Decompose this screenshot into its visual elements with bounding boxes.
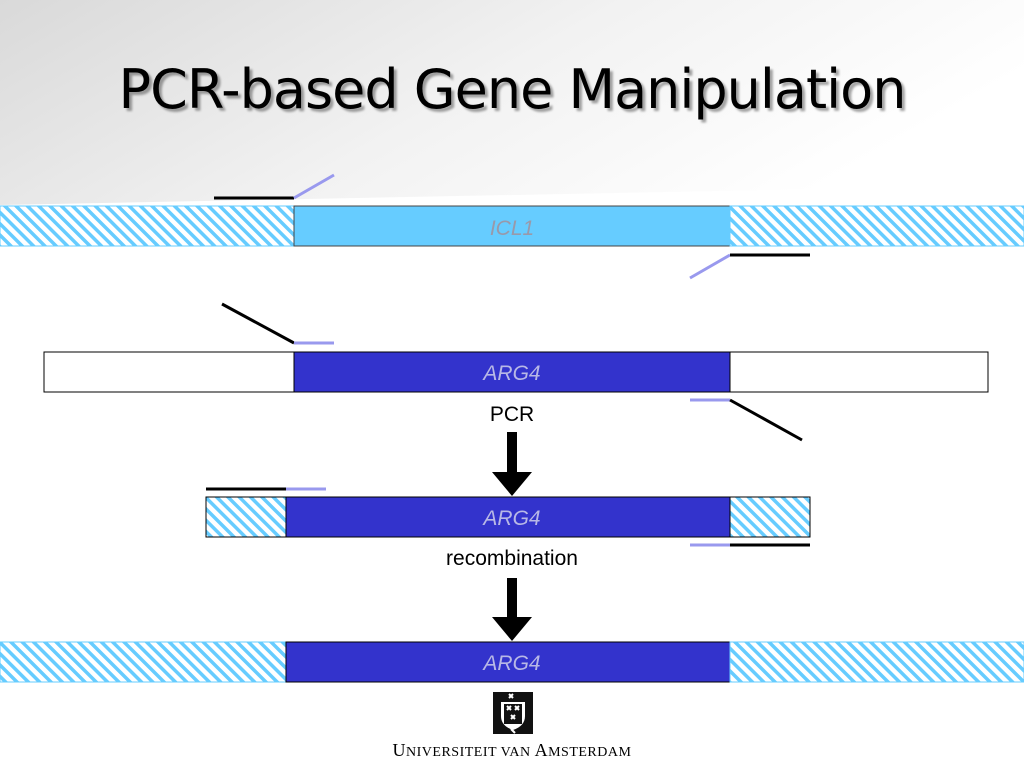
gene-arg4-recombined <box>285 641 731 683</box>
recombined-flank-left <box>0 641 287 683</box>
primer-fwd-plasmid-2 <box>221 302 295 345</box>
gene-label-arg4-product: ARG4 <box>483 507 541 530</box>
gene-label-arg4-recombined: ARG4 <box>483 652 541 675</box>
pcr-product-row <box>205 496 811 538</box>
university-name: UNIVERSITEIT VAN AMSTERDAM <box>392 740 632 760</box>
recombined-genome-row <box>0 641 1024 683</box>
product-flank-left <box>205 496 287 538</box>
product-flank-right <box>729 496 811 538</box>
arrow-down-icon <box>492 578 532 641</box>
plasmid-row-arg4 <box>43 351 989 393</box>
uva-crest-icon <box>493 692 533 734</box>
gene-icl1 <box>293 205 731 247</box>
slide-title: PCR-based Gene Manipulation <box>118 58 907 121</box>
flank-left <box>0 205 295 247</box>
arrow-down-icon <box>492 432 532 496</box>
recombined-flank-right <box>729 641 1024 683</box>
primer-rev-plasmid-2 <box>729 398 803 442</box>
plasmid-right <box>729 351 989 393</box>
gene-label-arg4: ARG4 <box>483 362 541 385</box>
gene-label-icl1: ICL1 <box>489 217 535 240</box>
primer-fwd-homology <box>293 173 335 200</box>
step-label-recombination: recombination <box>446 547 578 570</box>
step-label-pcr: PCR <box>489 403 535 426</box>
genome-row-icl1 <box>0 205 1024 247</box>
primer-rev-homology <box>689 253 731 280</box>
gene-arg4-product <box>285 496 731 538</box>
plasmid-left <box>43 351 295 393</box>
flank-right <box>729 205 1024 247</box>
